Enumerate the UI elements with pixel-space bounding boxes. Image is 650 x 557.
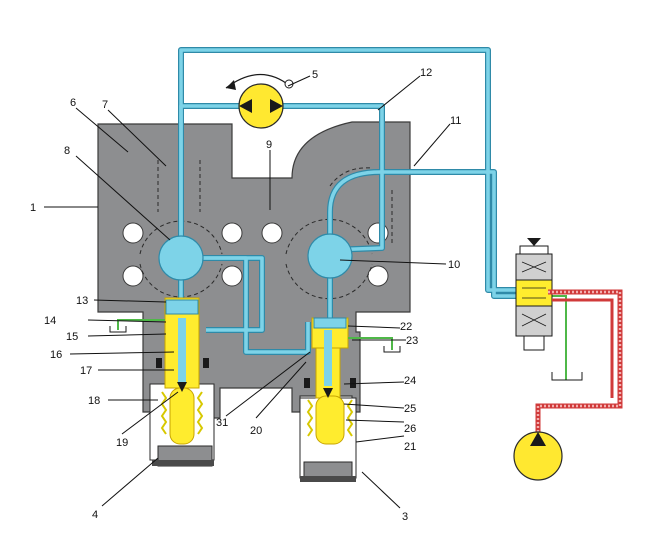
callout-10: 10 [448, 259, 460, 271]
callout-labels: 1 3 4 5 6 7 8 9 10 11 12 13 14 15 16 17 … [30, 67, 461, 523]
hydraulic-motor-icon [225, 73, 294, 129]
callout-13: 13 [76, 295, 88, 307]
callout-31: 31 [216, 417, 228, 429]
directional-control-valve [515, 238, 553, 351]
callout-11: 11 [450, 115, 461, 127]
pressure-line [535, 289, 623, 432]
callout-18: 18 [88, 395, 100, 407]
left-chamber [158, 235, 204, 281]
callout-3: 3 [402, 511, 408, 523]
callout-22: 22 [400, 321, 412, 333]
left-check-valve [149, 297, 215, 467]
right-check-valve [299, 317, 357, 482]
callout-24: 24 [404, 375, 416, 387]
right-chamber [307, 233, 353, 279]
callout-21: 21 [404, 441, 416, 453]
callout-19: 19 [116, 437, 128, 449]
callout-4: 4 [92, 509, 98, 521]
hydraulic-pump-icon [513, 431, 563, 481]
callout-7: 7 [102, 99, 108, 111]
callout-17: 17 [80, 365, 92, 377]
tank-symbols [109, 326, 583, 381]
callout-15: 15 [66, 331, 78, 343]
callout-5: 5 [312, 69, 318, 81]
callout-14: 14 [44, 315, 56, 327]
callout-26: 26 [404, 423, 416, 435]
callout-8: 8 [64, 145, 70, 157]
callout-leaders [44, 75, 451, 509]
callout-16: 16 [50, 349, 62, 361]
callout-20: 20 [250, 425, 262, 437]
callout-1: 1 [30, 202, 36, 214]
callout-12: 12 [420, 67, 432, 79]
valve-body [97, 121, 411, 419]
callout-23: 23 [406, 335, 418, 347]
callout-6: 6 [70, 97, 76, 109]
drain-lines [117, 295, 567, 380]
callout-25: 25 [404, 403, 416, 415]
callout-9: 9 [266, 139, 272, 151]
